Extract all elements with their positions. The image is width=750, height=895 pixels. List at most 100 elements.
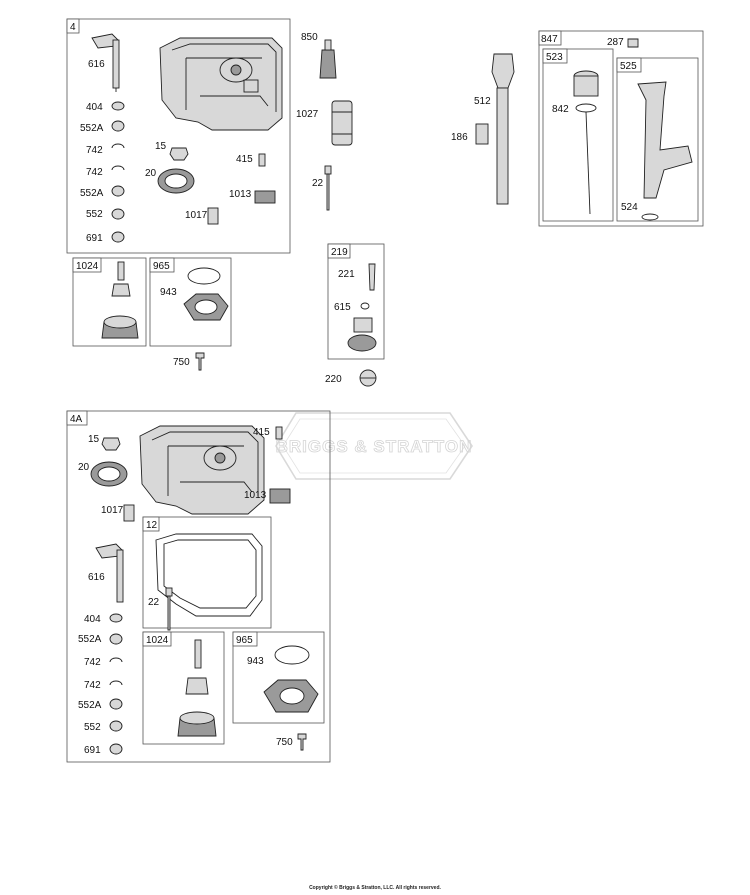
group-847: 847 287 523 842 525 524 (538, 30, 704, 227)
clip-1017-a (207, 207, 219, 225)
label-220: 220 (325, 374, 342, 385)
crankcase-cover-illustration (159, 37, 283, 131)
label-415: 415 (236, 154, 253, 165)
label-552A: 552A (78, 634, 102, 645)
ring-742-d (109, 680, 123, 686)
label-943: 943 (160, 287, 177, 298)
label-750: 750 (173, 357, 190, 368)
oil-fill-tube-616-b (95, 543, 124, 603)
group-12: 12 (142, 516, 272, 629)
washer-404-a (111, 101, 125, 111)
bushing-691-b (109, 743, 123, 755)
label-1027: 1027 (296, 109, 319, 120)
label-20: 20 (78, 462, 90, 473)
group-4A: 4A 15 20 415 1013 1017 12 22 (66, 410, 331, 763)
label-615: 615 (334, 302, 351, 313)
seal-552A-c (109, 633, 123, 645)
group-tag-1024: 1024 (146, 635, 169, 646)
group-tag-847: 847 (541, 34, 558, 45)
bushing-691-a (111, 231, 125, 243)
plug-15-b (101, 437, 121, 451)
label-287: 287 (607, 37, 624, 48)
dipstick-tube-512: 512 (474, 53, 515, 205)
sealant-tube-850: 850 (301, 32, 337, 79)
gasket-12 (155, 533, 263, 617)
label-512: 512 (474, 96, 491, 107)
clip-1017-b (123, 504, 135, 522)
label-1017: 1017 (101, 505, 124, 516)
group-tag-4A: 4A (70, 414, 83, 425)
oil-filter-1027: 1027 (296, 100, 353, 146)
label-20: 20 (145, 168, 157, 179)
group-tag-4: 4 (70, 22, 76, 33)
label-524: 524 (621, 202, 638, 213)
seal-552A-b (111, 185, 125, 197)
label-186: 186 (451, 132, 468, 143)
screw-750-a (195, 352, 205, 371)
label-742: 742 (84, 680, 101, 691)
ring-742-a (111, 143, 125, 149)
gasket-1013-b (269, 488, 291, 504)
bolt-22-a: 22 (312, 165, 332, 211)
label-22: 22 (312, 178, 324, 189)
group-219: 219 221 615 (327, 243, 385, 360)
group-1024-a: 1024 (72, 257, 147, 347)
label-616: 616 (88, 59, 105, 70)
label-943: 943 (247, 656, 264, 667)
screw-287 (627, 38, 639, 48)
label-1017: 1017 (185, 210, 208, 221)
label-742: 742 (84, 657, 101, 668)
screw-415-a (258, 153, 266, 167)
group-tag-525: 525 (620, 61, 637, 72)
plug-15-a (169, 147, 189, 161)
ring-742-b (111, 165, 125, 171)
label-691: 691 (84, 745, 101, 756)
seal-552A-d (109, 698, 123, 710)
label-221: 221 (338, 269, 355, 280)
seal-552-b (109, 720, 123, 732)
group-tag-219: 219 (331, 247, 348, 258)
label-404: 404 (86, 102, 103, 113)
oil-fill-tube-616 (91, 33, 120, 92)
seal-552A-a (111, 120, 125, 132)
label-552A: 552A (80, 188, 104, 199)
seal-186: 186 (451, 123, 489, 145)
gasket-1013-a (254, 190, 276, 204)
group-1024-b: 1024 (142, 631, 225, 745)
label-842: 842 (552, 104, 569, 115)
group-tag-1024: 1024 (76, 261, 99, 272)
label-552A: 552A (78, 700, 102, 711)
briggs-stratton-watermark: BRIGGS & STRATTON (275, 412, 473, 480)
label-15: 15 (88, 434, 100, 445)
washer-404-b (109, 613, 123, 623)
label-742: 742 (86, 167, 103, 178)
copyright-notice: Copyright © Briggs & Stratton, LLC. All … (309, 885, 441, 891)
label-1013: 1013 (244, 490, 267, 501)
label-552A: 552A (80, 123, 104, 134)
label-22: 22 (148, 597, 160, 608)
label-552: 552 (86, 209, 103, 220)
crankcase-cover-illustration-4A (139, 425, 265, 515)
group-tag-12: 12 (146, 520, 158, 531)
group-tag-965: 965 (153, 261, 170, 272)
screw-415-b (275, 426, 283, 440)
group-4: 4 616 404 552A 742 742 (66, 18, 291, 254)
screw-750-b (297, 733, 307, 751)
label-850: 850 (301, 32, 318, 43)
label-616: 616 (88, 572, 105, 583)
group-965-b: 965 943 (232, 631, 325, 724)
label-404: 404 (84, 614, 101, 625)
group-tag-965: 965 (236, 635, 253, 646)
label-691: 691 (86, 233, 103, 244)
seal-552-a (111, 208, 125, 220)
watermark-text: BRIGGS & STRATTON (276, 437, 473, 456)
label-750: 750 (276, 737, 293, 748)
bolt-22-b: 22 (148, 587, 173, 631)
group-965-a: 965 943 (149, 257, 232, 347)
label-15: 15 (155, 141, 167, 152)
label-742: 742 (86, 145, 103, 156)
label-415: 415 (253, 427, 270, 438)
ring-742-c (109, 657, 123, 663)
group-tag-523: 523 (546, 52, 563, 63)
